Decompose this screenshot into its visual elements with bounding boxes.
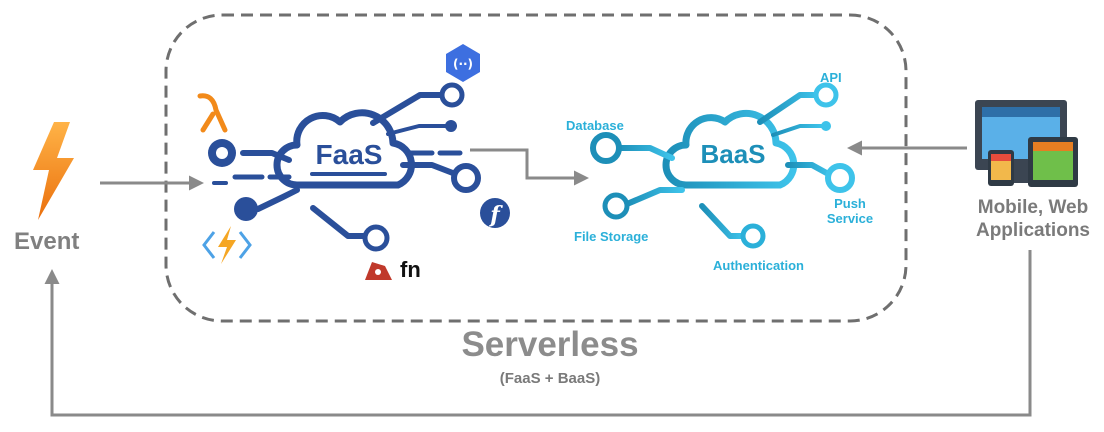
svg-text:f: f bbox=[488, 202, 503, 228]
file-storage-label: File Storage bbox=[574, 229, 649, 244]
event-label: Event bbox=[14, 228, 80, 255]
faas-label: FaaS bbox=[315, 139, 383, 170]
baas-cloud-icon bbox=[593, 92, 835, 239]
google-cloud-functions-icon: (··) bbox=[446, 44, 480, 82]
api-label: API bbox=[820, 70, 842, 85]
faas-circuit-nodes bbox=[208, 82, 481, 252]
fn-project-icon bbox=[365, 262, 392, 280]
devices-icon bbox=[975, 100, 1078, 187]
serverless-boundary bbox=[164, 13, 908, 323]
serverless-title: Serverless bbox=[461, 325, 639, 364]
authentication-label: Authentication bbox=[713, 258, 804, 273]
push-service-label: Push Service bbox=[826, 196, 874, 226]
clients-label: Mobile, Web Applications bbox=[975, 197, 1090, 241]
faas-cloud-icon bbox=[212, 92, 463, 239]
baas-label: BaaS bbox=[700, 139, 766, 169]
serverless-subtitle: (FaaS + BaaS) bbox=[499, 370, 601, 387]
fission-icon: f bbox=[480, 198, 510, 228]
faas-to-baas-arrow bbox=[470, 148, 589, 186]
svg-text:(··): (··) bbox=[453, 57, 473, 71]
azure-functions-icon bbox=[202, 226, 252, 264]
database-label: Database bbox=[566, 118, 624, 133]
lightning-bolt-icon bbox=[33, 122, 74, 220]
baas-circuit-nodes bbox=[590, 82, 855, 249]
clients-to-event-return-arrow bbox=[44, 250, 1032, 417]
fn-label: fn bbox=[400, 257, 421, 282]
aws-lambda-icon bbox=[197, 93, 228, 133]
